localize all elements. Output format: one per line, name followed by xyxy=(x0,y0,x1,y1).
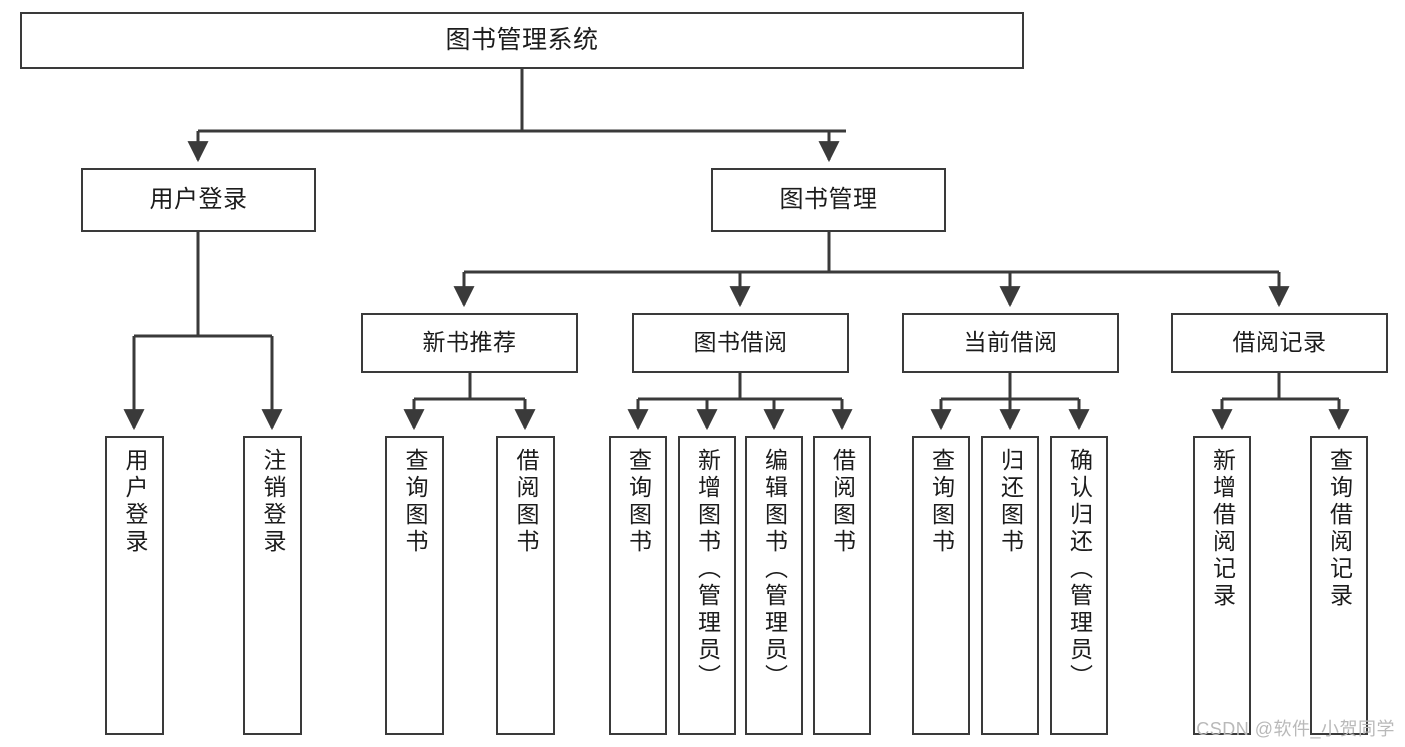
node-label: 图书管理 xyxy=(779,185,878,213)
node-label: 查询借阅记录 xyxy=(1326,448,1353,610)
node-leaf-user-login[interactable]: 用户登录 xyxy=(105,436,164,735)
node-label: 借阅记录 xyxy=(1232,329,1327,356)
node-label: 借阅图书 xyxy=(829,448,856,556)
node-leaf-edit-book[interactable]: 编辑图书（管理员） xyxy=(745,436,803,735)
node-label: 编辑图书（管理员） xyxy=(761,448,788,691)
node-leaf-query-book-recommend[interactable]: 查询图书 xyxy=(385,436,444,735)
node-book-management[interactable]: 图书管理 xyxy=(711,168,946,232)
node-label: 查询图书 xyxy=(928,448,955,556)
node-borrow-record[interactable]: 借阅记录 xyxy=(1171,313,1388,373)
node-book-borrow[interactable]: 图书借阅 xyxy=(632,313,849,373)
node-label: 新增借阅记录 xyxy=(1209,448,1236,610)
node-label: 当前借阅 xyxy=(963,329,1058,356)
node-label: 图书管理系统 xyxy=(445,25,599,54)
node-leaf-query-book-borrow[interactable]: 查询图书 xyxy=(609,436,667,735)
node-root-book-management-system[interactable]: 图书管理系统 xyxy=(20,12,1024,69)
node-leaf-query-book-current[interactable]: 查询图书 xyxy=(912,436,970,735)
node-label: 确认归还（管理员） xyxy=(1066,448,1093,691)
node-label: 借阅图书 xyxy=(513,448,539,556)
node-label: 用户登录 xyxy=(122,448,148,556)
node-label: 注销登录 xyxy=(260,448,286,556)
node-label: 新增图书（管理员） xyxy=(694,448,721,691)
node-label: 查询图书 xyxy=(402,448,428,556)
node-leaf-add-borrow-record[interactable]: 新增借阅记录 xyxy=(1193,436,1251,735)
node-leaf-logout[interactable]: 注销登录 xyxy=(243,436,302,735)
node-leaf-confirm-return[interactable]: 确认归还（管理员） xyxy=(1050,436,1108,735)
node-leaf-query-borrow-record[interactable]: 查询借阅记录 xyxy=(1310,436,1368,735)
node-leaf-borrow-book[interactable]: 借阅图书 xyxy=(813,436,871,735)
node-leaf-borrow-book-recommend[interactable]: 借阅图书 xyxy=(496,436,555,735)
node-user-login[interactable]: 用户登录 xyxy=(81,168,316,232)
node-label: 图书借阅 xyxy=(693,329,788,356)
node-leaf-add-book[interactable]: 新增图书（管理员） xyxy=(678,436,736,735)
node-leaf-return-book[interactable]: 归还图书 xyxy=(981,436,1039,735)
node-current-borrow[interactable]: 当前借阅 xyxy=(902,313,1119,373)
node-label: 新书推荐 xyxy=(422,329,517,356)
node-label: 查询图书 xyxy=(625,448,652,556)
node-new-book-recommend[interactable]: 新书推荐 xyxy=(361,313,578,373)
node-label: 用户登录 xyxy=(149,185,248,213)
node-label: 归还图书 xyxy=(997,448,1024,556)
